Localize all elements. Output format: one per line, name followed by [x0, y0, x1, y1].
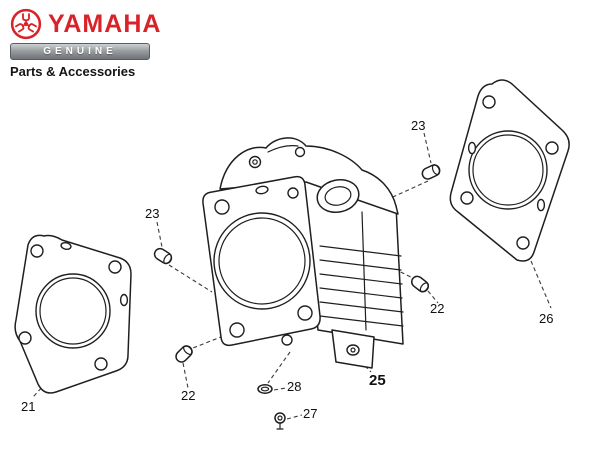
part-label-21: 21: [21, 399, 36, 414]
gasket-26-drawing: [449, 79, 570, 262]
cooling-fins: [319, 211, 404, 331]
cylinder-25-drawing: [202, 137, 404, 369]
dowel-pin-22-bottom: [175, 345, 193, 363]
part-label-25: 25: [369, 372, 386, 389]
part-label-22-right: 22: [430, 301, 445, 316]
part-label-23-top: 23: [411, 118, 426, 133]
gasket-21-drawing: [14, 234, 132, 394]
part-label-27: 27: [303, 406, 318, 421]
part-label-28: 28: [287, 379, 302, 394]
part-label-23-left: 23: [145, 206, 160, 221]
part-label-26: 26: [539, 311, 554, 326]
bolt-27-drawing: [274, 412, 286, 430]
dowel-pin-22-right: [410, 275, 430, 293]
dowel-pin-23-top: [421, 164, 441, 180]
washer-28-drawing: [257, 384, 273, 394]
brand-tagline: Parts & Accessories: [10, 64, 136, 79]
dowel-pin-23-left: [153, 247, 173, 265]
brand-header: YAMAHA GENUINE Parts & Accessories: [10, 8, 180, 79]
genuine-banner: GENUINE: [10, 43, 150, 60]
brand-row: YAMAHA: [10, 8, 180, 40]
part-label-22-bottom: 22: [181, 388, 196, 403]
yamaha-tuning-fork-icon: [10, 8, 42, 40]
brand-name: YAMAHA: [48, 9, 162, 38]
